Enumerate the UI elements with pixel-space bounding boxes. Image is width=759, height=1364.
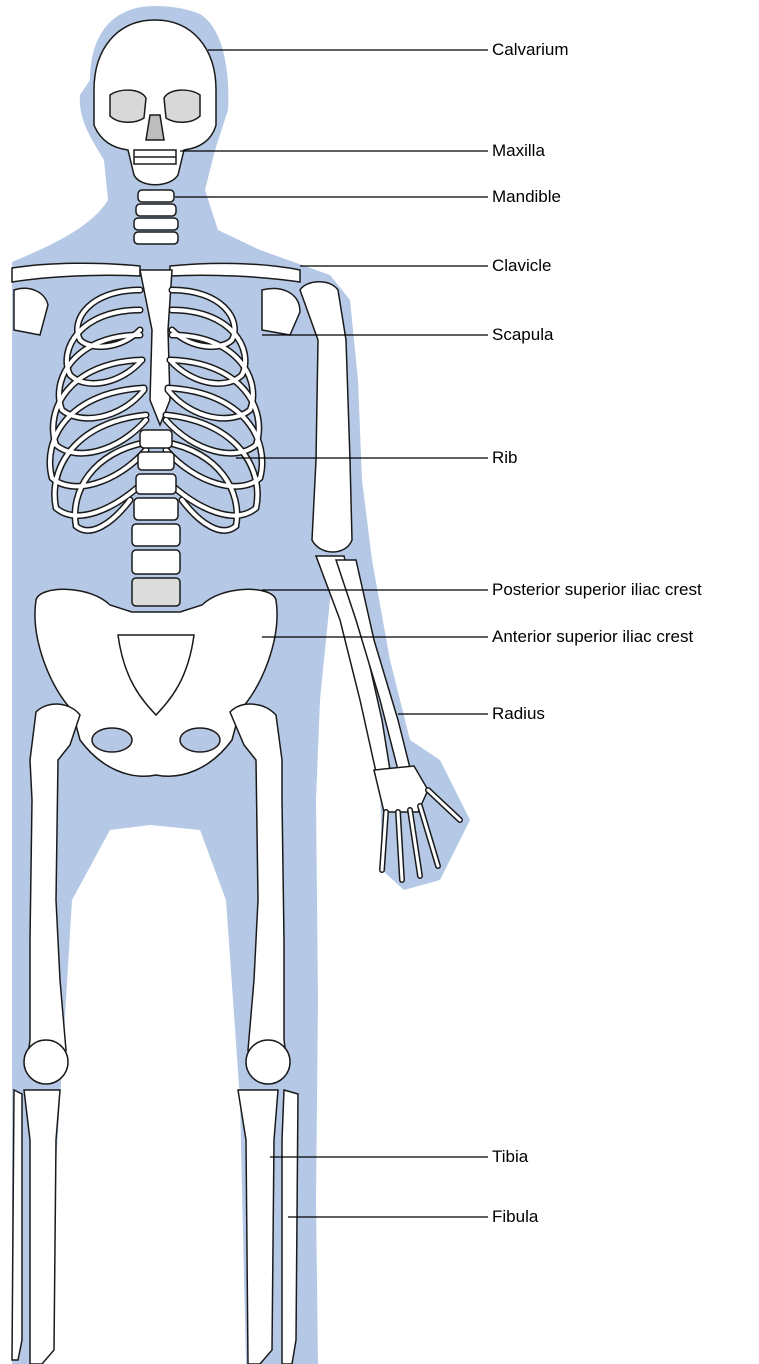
label-clavicle: Clavicle	[492, 256, 552, 276]
label-scapula: Scapula	[492, 325, 553, 345]
label-posterior-superior-iliac-crest: Posterior superior iliac crest	[492, 580, 702, 600]
label-maxilla: Maxilla	[492, 141, 545, 161]
lower-leg-right	[238, 1090, 298, 1364]
vertebral-column	[132, 430, 180, 606]
label-tibia: Tibia	[492, 1147, 528, 1167]
label-anterior-superior-iliac-crest: Anterior superior iliac crest	[492, 627, 693, 647]
label-calvarium: Calvarium	[492, 40, 569, 60]
label-fibula: Fibula	[492, 1207, 538, 1227]
lower-leg-left	[12, 1090, 60, 1364]
label-rib: Rib	[492, 448, 518, 468]
label-radius: Radius	[492, 704, 545, 724]
label-mandible: Mandible	[492, 187, 561, 207]
